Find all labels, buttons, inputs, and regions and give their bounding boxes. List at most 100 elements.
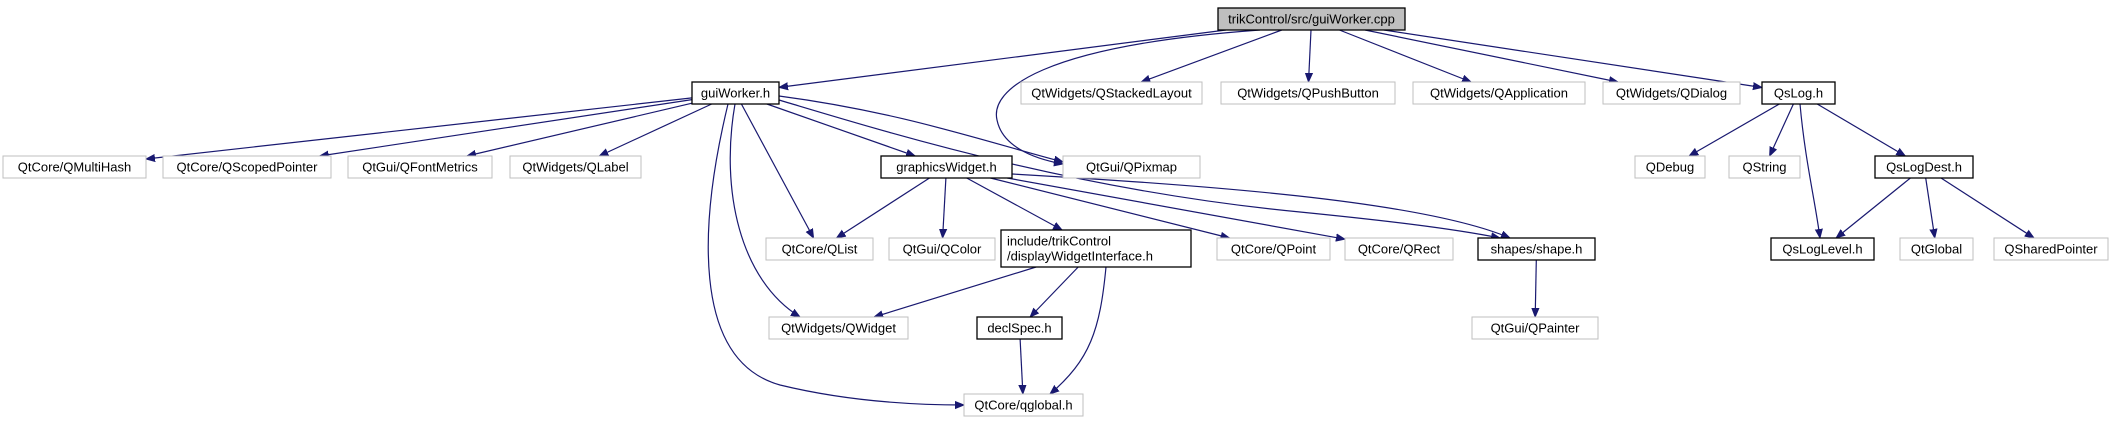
- node-box-QDebug: [1634, 155, 1706, 179]
- node-label-QRect: QtCore/QRect: [1358, 242, 1441, 257]
- edge-shape_h-to-QPainter: [1535, 259, 1536, 317]
- node-qglobal_h: QtCore/qglobal.h: [963, 393, 1084, 417]
- edge-displayWidgetInterface_h-to-declSpec_h: [1030, 266, 1079, 317]
- node-box-displayWidgetInterface_h: [1000, 229, 1192, 268]
- node-box-QWidget: [768, 316, 909, 340]
- node-QsLogLevel_h[interactable]: QsLogLevel.h: [1770, 237, 1875, 261]
- edge-guiWorker_h-to-QList: [740, 103, 813, 238]
- node-box-QMultiHash: [2, 155, 147, 179]
- node-QsLogDest_h[interactable]: QsLogDest.h: [1874, 155, 1974, 179]
- edge-root-to-QDialog: [1364, 29, 1618, 82]
- node-label-QString: QString: [1742, 160, 1786, 175]
- node-box-declSpec_h: [976, 316, 1063, 340]
- node-box-QString: [1728, 155, 1801, 179]
- node-label-declSpec_h: declSpec.h: [987, 321, 1051, 336]
- edge-displayWidgetInterface_h-to-QWidget: [874, 266, 1037, 317]
- edge-guiWorker_h-to-QFontMetrics: [467, 102, 693, 156]
- edge-guiWorker_h-to-QPixmap: [778, 95, 1063, 162]
- node-box-qglobal_h: [963, 393, 1084, 417]
- edge-guiWorker_h-to-shape_h: [778, 99, 1500, 238]
- node-QPixmap: QtGui/QPixmap: [1062, 155, 1201, 179]
- node-label-QPainter: QtGui/QPainter: [1491, 321, 1581, 336]
- node-box-QSharedPointer: [1993, 237, 2109, 261]
- node-QFontMetrics: QtGui/QFontMetrics: [347, 155, 493, 179]
- node-QtGlobal: QtGlobal: [1899, 237, 1974, 261]
- node-QMultiHash: QtCore/QMultiHash: [2, 155, 147, 179]
- node-label-QPoint: QtCore/QPoint: [1231, 242, 1317, 257]
- node-QSharedPointer: QSharedPointer: [1993, 237, 2109, 261]
- node-label-QList: QtCore/QList: [782, 242, 858, 257]
- node-box-QStackedLayout: [1020, 81, 1203, 105]
- node-graphicsWidget_h[interactable]: graphicsWidget.h: [880, 155, 1013, 179]
- edge-guiWorker_h-to-graphicsWidget_h: [766, 103, 915, 156]
- node-label-QLabel: QtWidgets/QLabel: [522, 160, 628, 175]
- edge-graphicsWidget_h-to-QList: [837, 177, 930, 238]
- node-label-QPushButton: QtWidgets/QPushButton: [1237, 86, 1379, 101]
- node-guiWorker_h[interactable]: guiWorker.h: [691, 81, 780, 105]
- node-QDialog: QtWidgets/QDialog: [1602, 81, 1741, 105]
- node-label-QMultiHash: QtCore/QMultiHash: [18, 160, 131, 175]
- node-QDebug: QDebug: [1634, 155, 1706, 179]
- node-label-QtGlobal: QtGlobal: [1911, 242, 1962, 257]
- node-label-graphicsWidget_h: graphicsWidget.h: [896, 160, 996, 175]
- edge-QsLog_h-to-QString: [1769, 103, 1794, 156]
- edge-QsLog_h-to-QsLogLevel_h: [1799, 103, 1820, 238]
- node-box-QFontMetrics: [347, 155, 493, 179]
- edges-layer: [146, 29, 2034, 405]
- node-displayWidgetInterface_h[interactable]: include/trikControl/displayWidgetInterfa…: [1000, 229, 1192, 268]
- node-box-QPoint: [1216, 237, 1331, 261]
- node-box-QsLogLevel_h: [1770, 237, 1875, 261]
- node-box-QPixmap: [1062, 155, 1201, 179]
- edge-root-to-QPushButton: [1309, 29, 1312, 82]
- node-label-QDialog: QtWidgets/QDialog: [1616, 86, 1727, 101]
- node-box-QPainter: [1471, 316, 1599, 340]
- node-QsLog_h[interactable]: QsLog.h: [1761, 81, 1836, 105]
- node-QLabel: QtWidgets/QLabel: [509, 155, 642, 179]
- node-box-QsLogDest_h: [1874, 155, 1974, 179]
- node-label-shape_h: shapes/shape.h: [1491, 242, 1583, 257]
- node-label-QWidget: QtWidgets/QWidget: [781, 321, 896, 336]
- edge-guiWorker_h-to-QLabel: [599, 103, 712, 157]
- node-box-QList: [765, 237, 874, 261]
- edge-guiWorker_h-to-QMultiHash: [146, 97, 693, 159]
- node-box-QRect: [1344, 237, 1454, 261]
- node-box-QPushButton: [1220, 81, 1396, 105]
- edge-root-to-QApplication: [1339, 29, 1471, 83]
- edge-graphicsWidget_h-to-QRect: [1007, 177, 1345, 239]
- node-shape_h[interactable]: shapes/shape.h: [1477, 237, 1596, 261]
- edge-QsLogDest_h-to-QSharedPointer: [1940, 177, 2034, 238]
- node-QPushButton: QtWidgets/QPushButton: [1220, 81, 1396, 105]
- node-label-QScopedPointer: QtCore/QScopedPointer: [177, 160, 319, 175]
- node-QPainter: QtGui/QPainter: [1471, 316, 1599, 340]
- node-root[interactable]: trikControl/src/guiWorker.cpp: [1217, 7, 1406, 31]
- node-label-QsLogLevel_h: QsLogLevel.h: [1782, 242, 1862, 257]
- node-QList: QtCore/QList: [765, 237, 874, 261]
- node-QApplication: QtWidgets/QApplication: [1412, 81, 1586, 105]
- node-box-root: [1217, 7, 1406, 31]
- node-QRect: QtCore/QRect: [1344, 237, 1454, 261]
- node-box-QColor: [888, 237, 996, 261]
- edge-QsLogDest_h-to-QsLogLevel_h: [1836, 177, 1911, 238]
- edge-declSpec_h-to-qglobal_h: [1020, 338, 1023, 394]
- node-label-QDebug: QDebug: [1646, 160, 1694, 175]
- node-label-QFontMetrics: QtGui/QFontMetrics: [362, 160, 478, 175]
- edge-graphicsWidget_h-to-QColor: [943, 177, 946, 238]
- node-label-qglobal_h: QtCore/qglobal.h: [974, 398, 1072, 413]
- node-label-QSharedPointer: QSharedPointer: [2004, 242, 2098, 257]
- node-label-QsLogDest_h: QsLogDest.h: [1886, 160, 1962, 175]
- edge-guiWorker_h-to-QWidget: [729, 103, 800, 317]
- edge-root-to-QStackedLayout: [1141, 29, 1283, 82]
- node-box-graphicsWidget_h: [880, 155, 1013, 179]
- node-QString: QString: [1728, 155, 1801, 179]
- node-label-QsLog_h: QsLog.h: [1774, 86, 1823, 101]
- node-declSpec_h[interactable]: declSpec.h: [976, 316, 1063, 340]
- node-QColor: QtGui/QColor: [888, 237, 996, 261]
- node-box-QsLog_h: [1761, 81, 1836, 105]
- node-label-root: trikControl/src/guiWorker.cpp: [1228, 12, 1395, 27]
- edge-QsLogDest_h-to-QtGlobal: [1925, 177, 1935, 238]
- node-QWidget: QtWidgets/QWidget: [768, 316, 909, 340]
- edge-displayWidgetInterface_h-to-qglobal_h: [1050, 266, 1107, 394]
- node-box-QApplication: [1412, 81, 1586, 105]
- node-label-displayWidgetInterface_h: include/trikControl/displayWidgetInterfa…: [1007, 234, 1153, 264]
